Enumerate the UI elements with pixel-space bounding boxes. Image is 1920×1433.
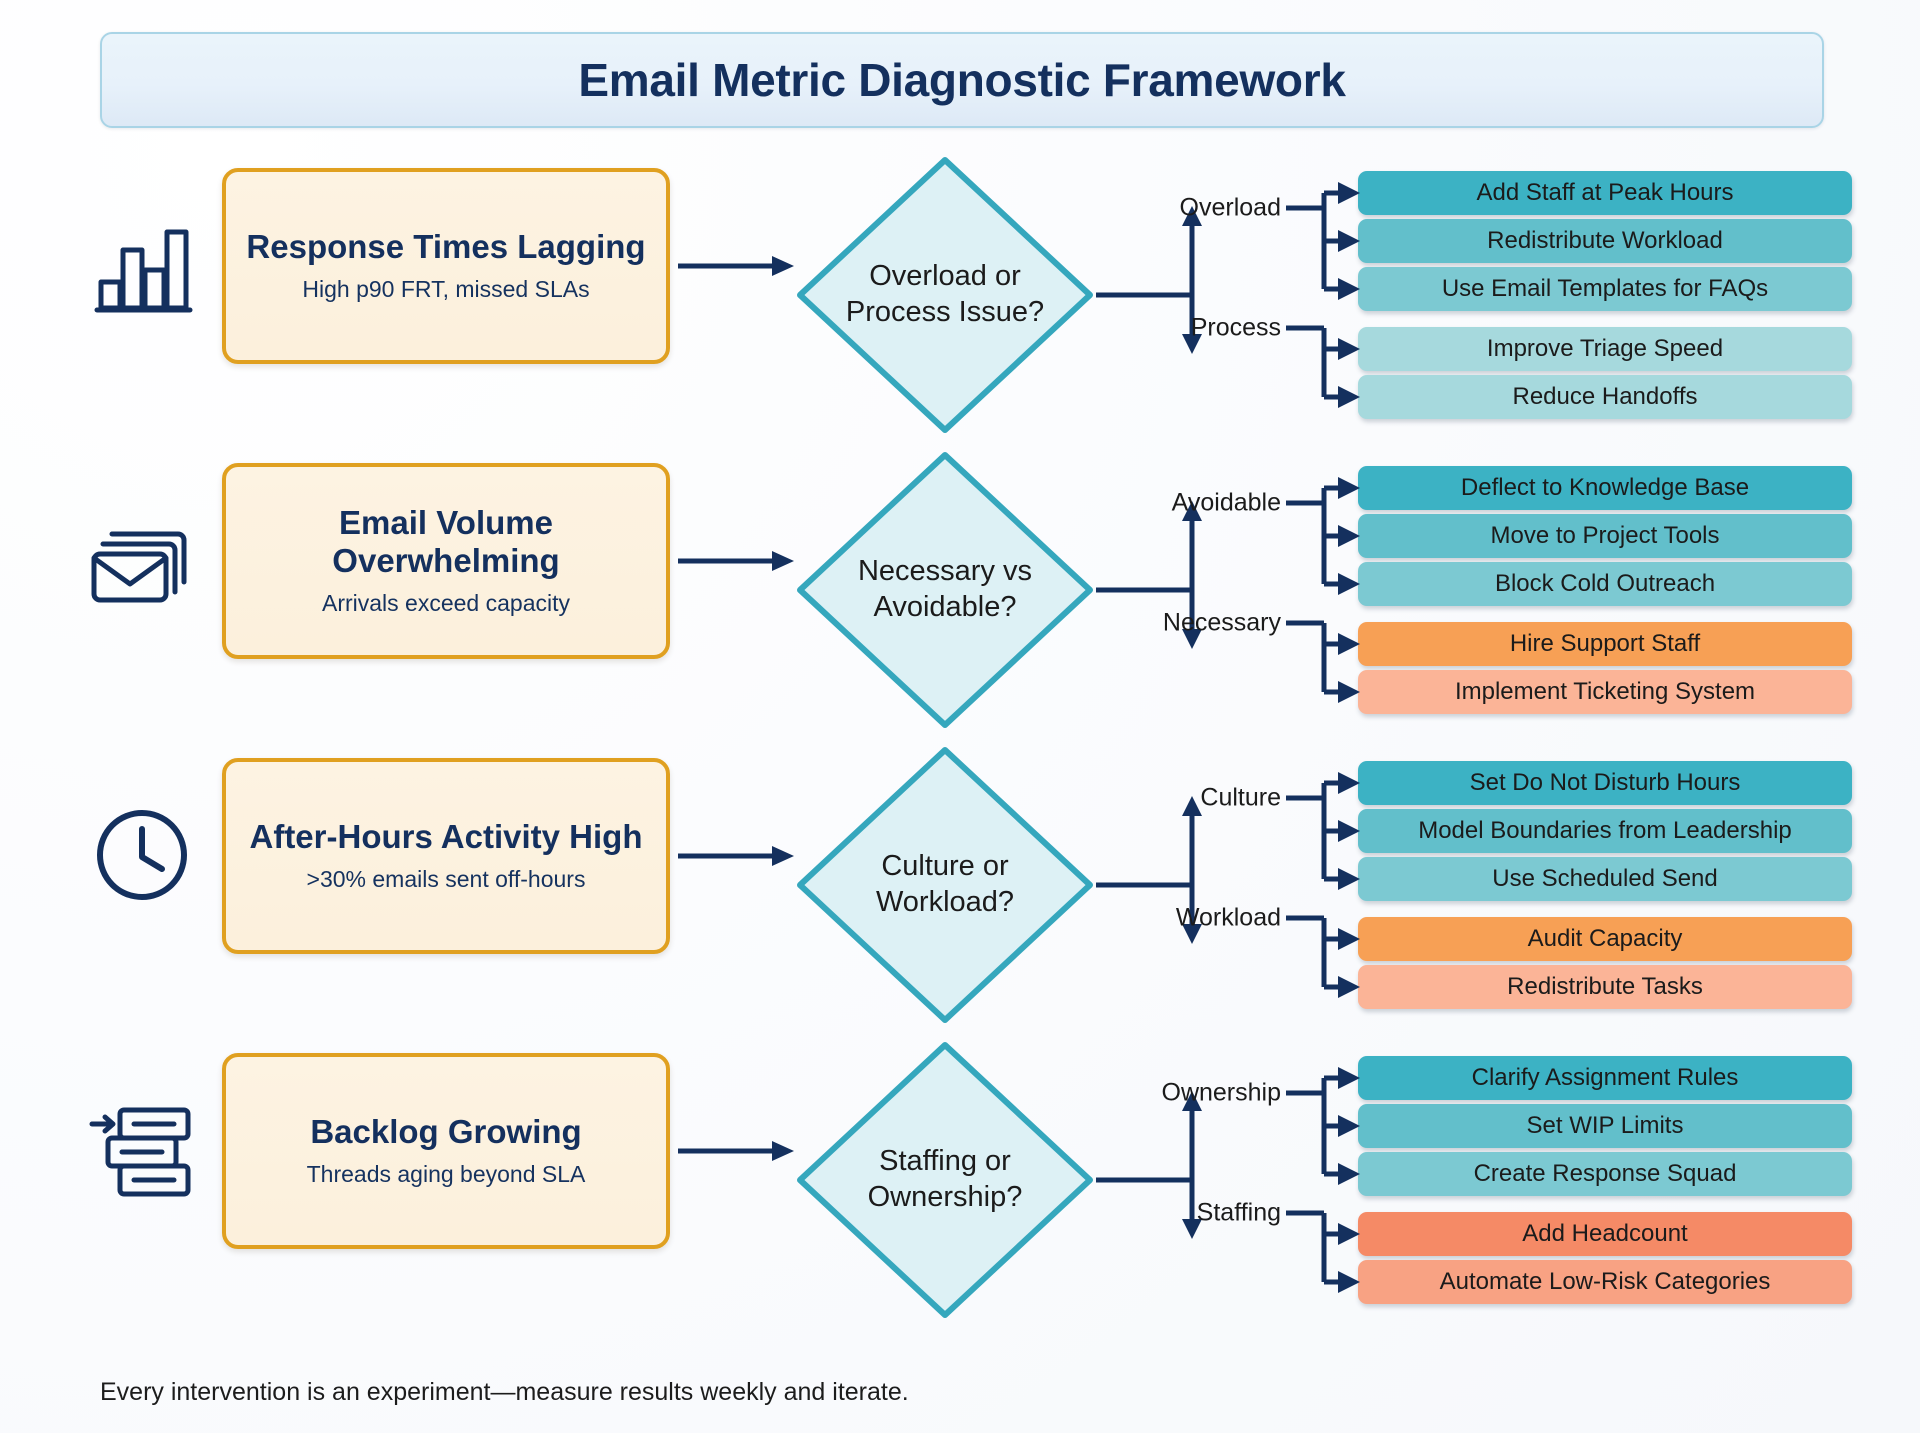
action-pill-label: Redistribute Workload <box>1487 227 1723 254</box>
action-pill-label: Use Email Templates for FAQs <box>1441 275 1769 302</box>
action-pill-label: Set WIP Limits <box>1526 1112 1684 1139</box>
action-pill[interactable]: Improve Triage Speed <box>1358 327 1852 371</box>
branch-label: Overload <box>1179 193 1281 222</box>
action-pill[interactable]: Reduce Handoffs <box>1358 375 1852 419</box>
action-pill-label: Implement Ticketing System <box>1454 678 1756 705</box>
stacked-envelopes-icon <box>82 500 202 620</box>
action-pill-label: Create Response Squad <box>1473 1160 1737 1187</box>
decision-diamond[interactable]: Overload or Process Issue? <box>790 150 1100 440</box>
page-title: Email Metric Diagnostic Framework <box>578 54 1346 106</box>
action-pill-label: Deflect to Knowledge Base <box>1460 474 1750 501</box>
branch-connector <box>1286 150 1420 440</box>
branch-connector <box>1286 1035 1420 1325</box>
action-pill[interactable]: Set WIP Limits <box>1358 1104 1852 1148</box>
action-pill[interactable]: Hire Support Staff <box>1358 622 1852 666</box>
decision-diamond[interactable]: Staffing or Ownership? <box>790 1035 1100 1325</box>
action-pill[interactable]: Block Cold Outreach <box>1358 562 1852 606</box>
branch-connector <box>1286 445 1420 735</box>
backlog-icon <box>82 1090 202 1210</box>
bar-chart-icon <box>94 229 193 313</box>
stacked-envelopes-icon <box>91 531 187 603</box>
problem-title: After-Hours Activity High <box>249 818 643 856</box>
action-pill[interactable]: Move to Project Tools <box>1358 514 1852 558</box>
problem-subtitle: Arrivals exceed capacity <box>322 590 570 617</box>
problem-title: Email Volume Overwhelming <box>332 503 560 580</box>
decision-diamond[interactable]: Necessary vs Avoidable? <box>790 445 1100 735</box>
action-pill[interactable]: Redistribute Workload <box>1358 219 1852 263</box>
action-pill-label: Add Staff at Peak Hours <box>1476 179 1734 206</box>
footer-note: Every intervention is an experiment—meas… <box>100 1378 909 1406</box>
action-pill-label: Improve Triage Speed <box>1486 335 1724 362</box>
branch-splitter <box>1090 740 1286 1030</box>
action-pill-label: Move to Project Tools <box>1490 522 1720 549</box>
branch-connector <box>1286 445 1420 735</box>
problem-subtitle: High p90 FRT, missed SLAs <box>302 276 590 303</box>
branch-splitter <box>1090 445 1286 735</box>
action-pill[interactable]: Automate Low-Risk Categories <box>1358 1260 1852 1304</box>
problem-title: Backlog Growing <box>310 1113 582 1151</box>
action-pill-label: Hire Support Staff <box>1509 630 1701 657</box>
action-pill-label: Redistribute Tasks <box>1507 973 1703 1000</box>
action-pill[interactable]: Redistribute Tasks <box>1358 965 1852 1009</box>
action-pill[interactable]: Add Headcount <box>1358 1212 1852 1256</box>
action-pill-label: Use Scheduled Send <box>1492 865 1718 892</box>
branch-label: Necessary <box>1162 608 1281 637</box>
problem-subtitle: Threads aging beyond SLA <box>306 1161 586 1188</box>
branch-label: Staffing <box>1196 1198 1281 1227</box>
action-pill-label: Add Headcount <box>1522 1220 1688 1247</box>
action-pill-label: Block Cold Outreach <box>1494 570 1716 597</box>
flow-arrow-to-decision <box>678 254 796 278</box>
flow-arrow-to-decision <box>678 1139 796 1163</box>
flow-arrow-to-decision <box>678 844 796 868</box>
clock-icon <box>97 810 187 900</box>
action-pill[interactable]: Implement Ticketing System <box>1358 670 1852 714</box>
title-banner: Email Metric Diagnostic Framework <box>100 32 1824 128</box>
branch-label: Process <box>1190 313 1281 342</box>
backlog-icon <box>89 1107 191 1197</box>
action-pill[interactable]: Deflect to Knowledge Base <box>1358 466 1852 510</box>
bar-chart-icon <box>82 205 202 325</box>
flow-arrow-to-decision <box>678 549 796 573</box>
branch-connector <box>1286 740 1420 1030</box>
action-pill-label: Reduce Handoffs <box>1512 383 1698 410</box>
branch-label: Avoidable <box>1171 488 1281 517</box>
action-pill-label: Automate Low-Risk Categories <box>1439 1268 1771 1295</box>
problem-title: Response Times Lagging <box>246 228 646 266</box>
decision-diamond[interactable]: Culture or Workload? <box>790 740 1100 1030</box>
action-pill-label: Audit Capacity <box>1527 925 1683 952</box>
action-pill[interactable]: Set Do Not Disturb Hours <box>1358 761 1852 805</box>
action-pill-label: Model Boundaries from Leadership <box>1418 817 1792 844</box>
clock-icon <box>82 795 202 915</box>
branch-label: Ownership <box>1161 1078 1282 1107</box>
action-pill-label: Set Do Not Disturb Hours <box>1469 769 1741 796</box>
action-pill-label: Clarify Assignment Rules <box>1471 1064 1739 1091</box>
action-pill[interactable]: Create Response Squad <box>1358 1152 1852 1196</box>
branch-connector <box>1286 1035 1420 1325</box>
action-pill[interactable]: Model Boundaries from Leadership <box>1358 809 1852 853</box>
action-pill[interactable]: Clarify Assignment Rules <box>1358 1056 1852 1100</box>
problem-subtitle: >30% emails sent off-hours <box>306 866 586 893</box>
action-pill[interactable]: Use Email Templates for FAQs <box>1358 267 1852 311</box>
branch-splitter <box>1090 1035 1286 1325</box>
action-pill[interactable]: Add Staff at Peak Hours <box>1358 171 1852 215</box>
action-pill[interactable]: Use Scheduled Send <box>1358 857 1852 901</box>
branch-label: Culture <box>1200 783 1281 812</box>
diagnostic-row: After-Hours Activity High >30% emails sen… <box>0 740 1920 1030</box>
action-pill[interactable]: Audit Capacity <box>1358 917 1852 961</box>
branch-connector <box>1286 150 1420 440</box>
branch-connector <box>1286 740 1420 1030</box>
branch-label: Workload <box>1175 903 1281 932</box>
problem-card[interactable]: After-Hours Activity High >30% emails sen… <box>222 758 670 954</box>
branch-splitter <box>1090 150 1286 440</box>
